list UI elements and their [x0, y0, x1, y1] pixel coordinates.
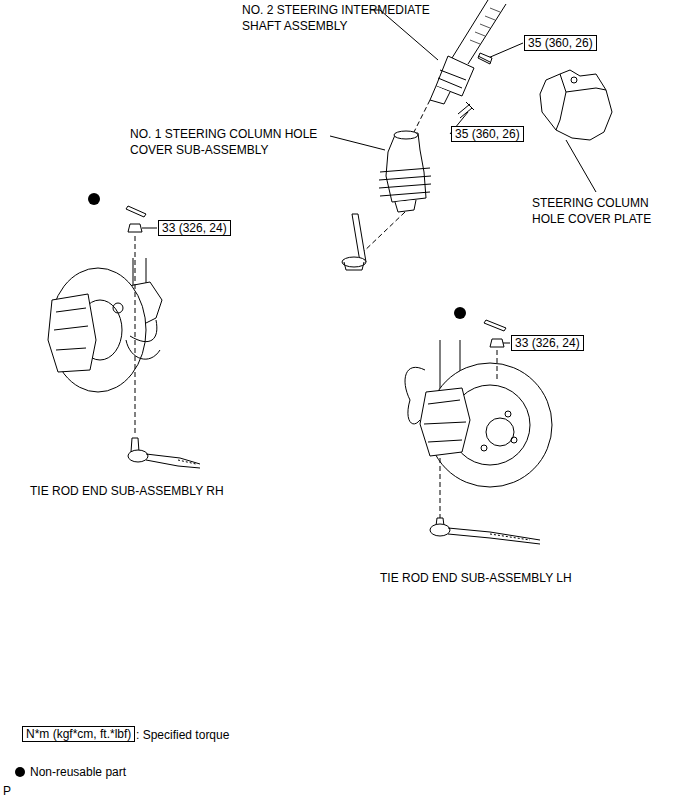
leader-line [371, 10, 438, 60]
non-reusable-mark [15, 193, 466, 777]
leader-line [503, 343, 510, 344]
torque-box: 33 (326, 24) [511, 335, 584, 351]
intermediate-shaft [414, 0, 506, 132]
nut [128, 224, 504, 347]
torque-value: 33 (326, 24) [162, 221, 227, 235]
leader-line [142, 228, 157, 229]
legend-text: Non-reusable part [30, 764, 126, 780]
torque-value: 35 (360, 26) [528, 36, 593, 50]
torque-value: 33 (326, 24) [515, 336, 580, 350]
tie-rod-end-rh [128, 438, 200, 468]
hole-cover-plate [540, 70, 612, 140]
torque-box: 35 (360, 26) [451, 126, 524, 142]
leader-line [330, 136, 385, 150]
tie-rod-end-lh [430, 518, 540, 544]
leader-line [488, 43, 523, 58]
torque-box: N*m (kgf*cm, ft.*lbf) [22, 726, 135, 742]
leader-line [566, 140, 596, 192]
knuckle-lh [405, 340, 552, 518]
page-code: P [3, 783, 23, 799]
part-name: TIE ROD END SUB-ASSEMBLY LH [380, 570, 640, 586]
legend-text: : Specified torque [136, 727, 229, 743]
column-shaft [342, 214, 366, 270]
part-name: TIE ROD END SUB-ASSEMBLY RH [30, 483, 290, 499]
cotter-pin [126, 206, 506, 331]
part-name: NO. 1 STEERING COLUMN HOLE COVER SUB-ASS… [130, 126, 330, 158]
hole-cover-boot [360, 131, 431, 255]
torque-value: N*m (kgf*cm, ft.*lbf) [26, 727, 131, 741]
knuckle-rh [48, 236, 162, 436]
torque-box: 35 (360, 26) [524, 35, 597, 51]
part-name: STEERING COLUMN HOLE COVER PLATE [532, 195, 682, 227]
torque-box: 33 (326, 24) [158, 220, 231, 236]
part-name: NO. 2 STEERING INTERMEDIATE SHAFT ASSEMB… [242, 2, 442, 34]
torque-value: 35 (360, 26) [455, 127, 520, 141]
